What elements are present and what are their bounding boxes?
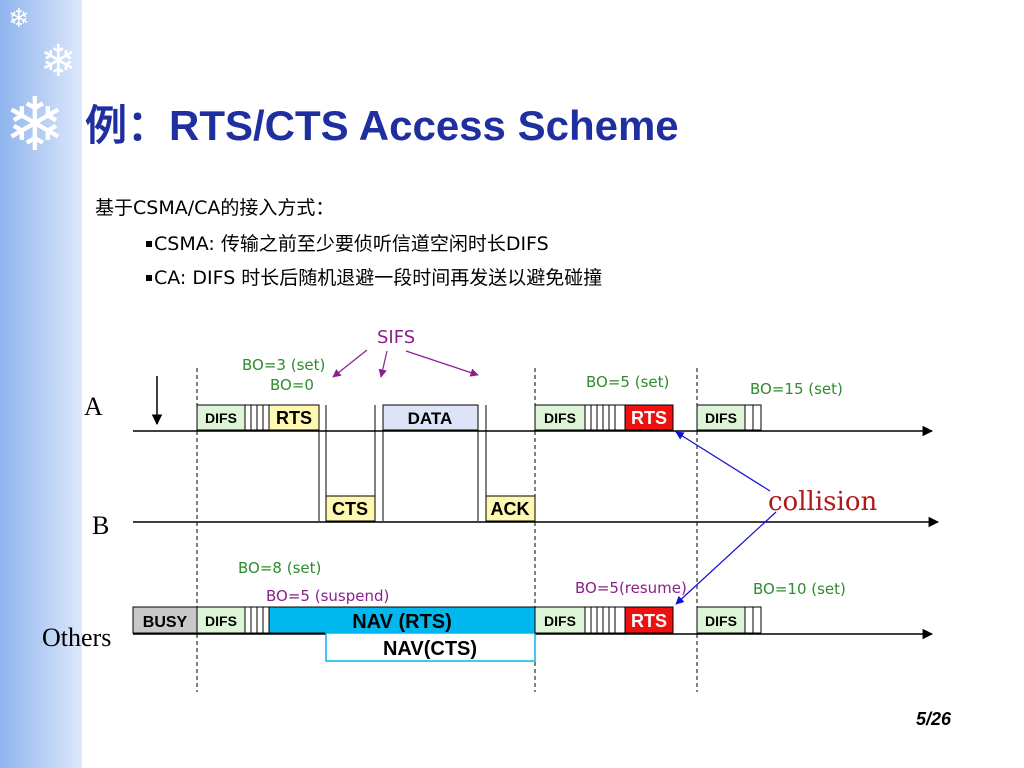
collision-pointer-arrow	[675, 431, 771, 492]
backoff-annotation: BO=3 (set)	[242, 356, 325, 374]
data-label: DATA	[408, 409, 453, 428]
rts-label: RTS	[631, 611, 667, 631]
snowflake-icon: ❄	[40, 36, 77, 87]
sifs-pointer-arrow	[332, 349, 368, 378]
bullet-item: CA: DIFS 时长后随机退避一段时间再发送以避免碰撞	[146, 263, 602, 290]
difs-label: DIFS	[205, 613, 237, 629]
cts-block	[325, 495, 376, 522]
backoff-slots	[244, 606, 270, 634]
bullet-text: CSMA: 传输之前至少要侦听信道空闲时长DIFS	[154, 233, 549, 255]
data-block	[382, 404, 479, 431]
difs-label: DIFS	[544, 613, 576, 629]
ack-label: ACK	[491, 499, 530, 519]
page-number: 5/26	[916, 709, 952, 729]
difs-block	[196, 606, 246, 634]
station-a-label: A	[84, 392, 103, 421]
collision-annotation: collision	[768, 487, 877, 517]
slide-title: 例：RTS/CTS Access Scheme	[85, 102, 679, 149]
backoff-slots	[744, 404, 762, 431]
backoff-slots	[584, 404, 626, 431]
bullet-text: CA: DIFS 时长后随机退避一段时间再发送以避免碰撞	[154, 267, 603, 289]
difs-block	[534, 606, 586, 634]
rts-label: RTS	[276, 408, 312, 428]
rts-collision-block	[624, 606, 674, 634]
backoff-annotation: BO=5(resume)	[575, 579, 687, 597]
backoff-annotation: BO=5 (set)	[586, 373, 669, 391]
snowflake-icon: ❄	[4, 82, 67, 168]
intro-line: 基于CSMA/CA的接入方式：	[95, 197, 335, 219]
backoff-annotation: BO=0	[270, 376, 314, 394]
collision-pointer-arrow	[675, 511, 777, 605]
difs-label: DIFS	[705, 410, 737, 426]
station-others-label: Others	[42, 623, 111, 652]
busy-label: BUSY	[143, 614, 188, 631]
difs-label: DIFS	[705, 613, 737, 629]
sifs-pointer-arrow	[378, 350, 388, 378]
backoff-slots	[244, 404, 270, 431]
backoff-slots	[584, 606, 626, 634]
difs-block	[534, 404, 586, 431]
rts-label: RTS	[631, 408, 667, 428]
backoff-annotation: BO=10 (set)	[753, 580, 846, 598]
rts-collision-block	[624, 404, 674, 431]
nav-cts-label: NAV(CTS)	[383, 638, 477, 660]
nav-cts-block	[325, 632, 536, 662]
difs-label: DIFS	[544, 410, 576, 426]
rts-block	[268, 404, 320, 431]
backoff-annotation: BO=8 (set)	[238, 559, 321, 577]
snowflake-icon: ❄	[8, 4, 30, 34]
busy-block	[132, 606, 198, 634]
decorative-sidebar: ❄ ❄ ❄	[0, 0, 82, 768]
sifs-pointer-arrow	[405, 350, 479, 377]
bullet-item: CSMA: 传输之前至少要侦听信道空闲时长DIFS	[146, 229, 549, 256]
station-b-label: B	[92, 511, 109, 540]
backoff-annotation: BO=5 (suspend)	[266, 587, 389, 605]
backoff-slots	[744, 606, 762, 634]
cts-label: CTS	[332, 499, 368, 519]
ack-block	[485, 495, 536, 522]
sifs-annotation: SIFS	[377, 327, 415, 348]
difs-label: DIFS	[205, 410, 237, 426]
bullet-marker	[146, 240, 152, 247]
bullet-marker	[146, 274, 152, 281]
backoff-annotation: BO=15 (set)	[750, 380, 843, 398]
nav-rts-label: NAV (RTS)	[352, 611, 452, 633]
